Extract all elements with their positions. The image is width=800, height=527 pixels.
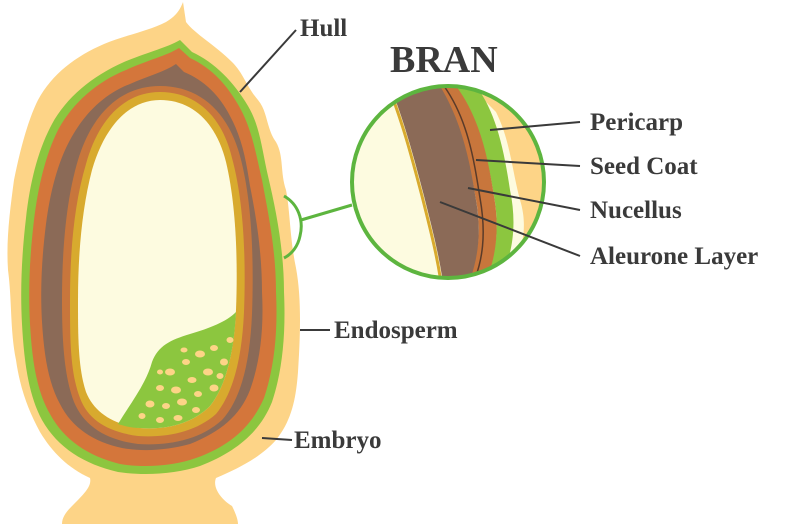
- magnifier-content: [352, 86, 544, 278]
- nucellus-label: Nucellus: [590, 197, 682, 224]
- bran-title: BRAN: [390, 39, 498, 81]
- leader-aleurone: [439, 201, 581, 257]
- leader-nucellus: [467, 187, 581, 211]
- grain-section: [7, 2, 301, 524]
- embryo-label: Embryo: [294, 427, 382, 454]
- magnifier-circle-icon: [350, 84, 546, 280]
- pericarp-label: Pericarp: [590, 109, 683, 136]
- magnifier: [283, 84, 546, 280]
- leader-embryo: [261, 437, 293, 441]
- aleurone-layer-label: Aleurone Layer: [590, 243, 758, 270]
- embryo: [118, 312, 236, 429]
- leader-seed-coat: [475, 159, 581, 167]
- magnifier-source-arc: [283, 194, 303, 260]
- magnifier-connector: [300, 203, 353, 222]
- labels: BRAN Hull Pericarp Seed Coat Nucellus Al…: [294, 15, 758, 454]
- seed-coat-label: Seed Coat: [590, 153, 698, 180]
- leader-pericarp: [489, 121, 581, 131]
- hull-label: Hull: [300, 15, 347, 42]
- embryo-speckles: [138, 337, 234, 423]
- endosperm-label: Endosperm: [334, 317, 458, 344]
- leader-hull: [239, 29, 297, 93]
- leader-lines: [239, 29, 581, 441]
